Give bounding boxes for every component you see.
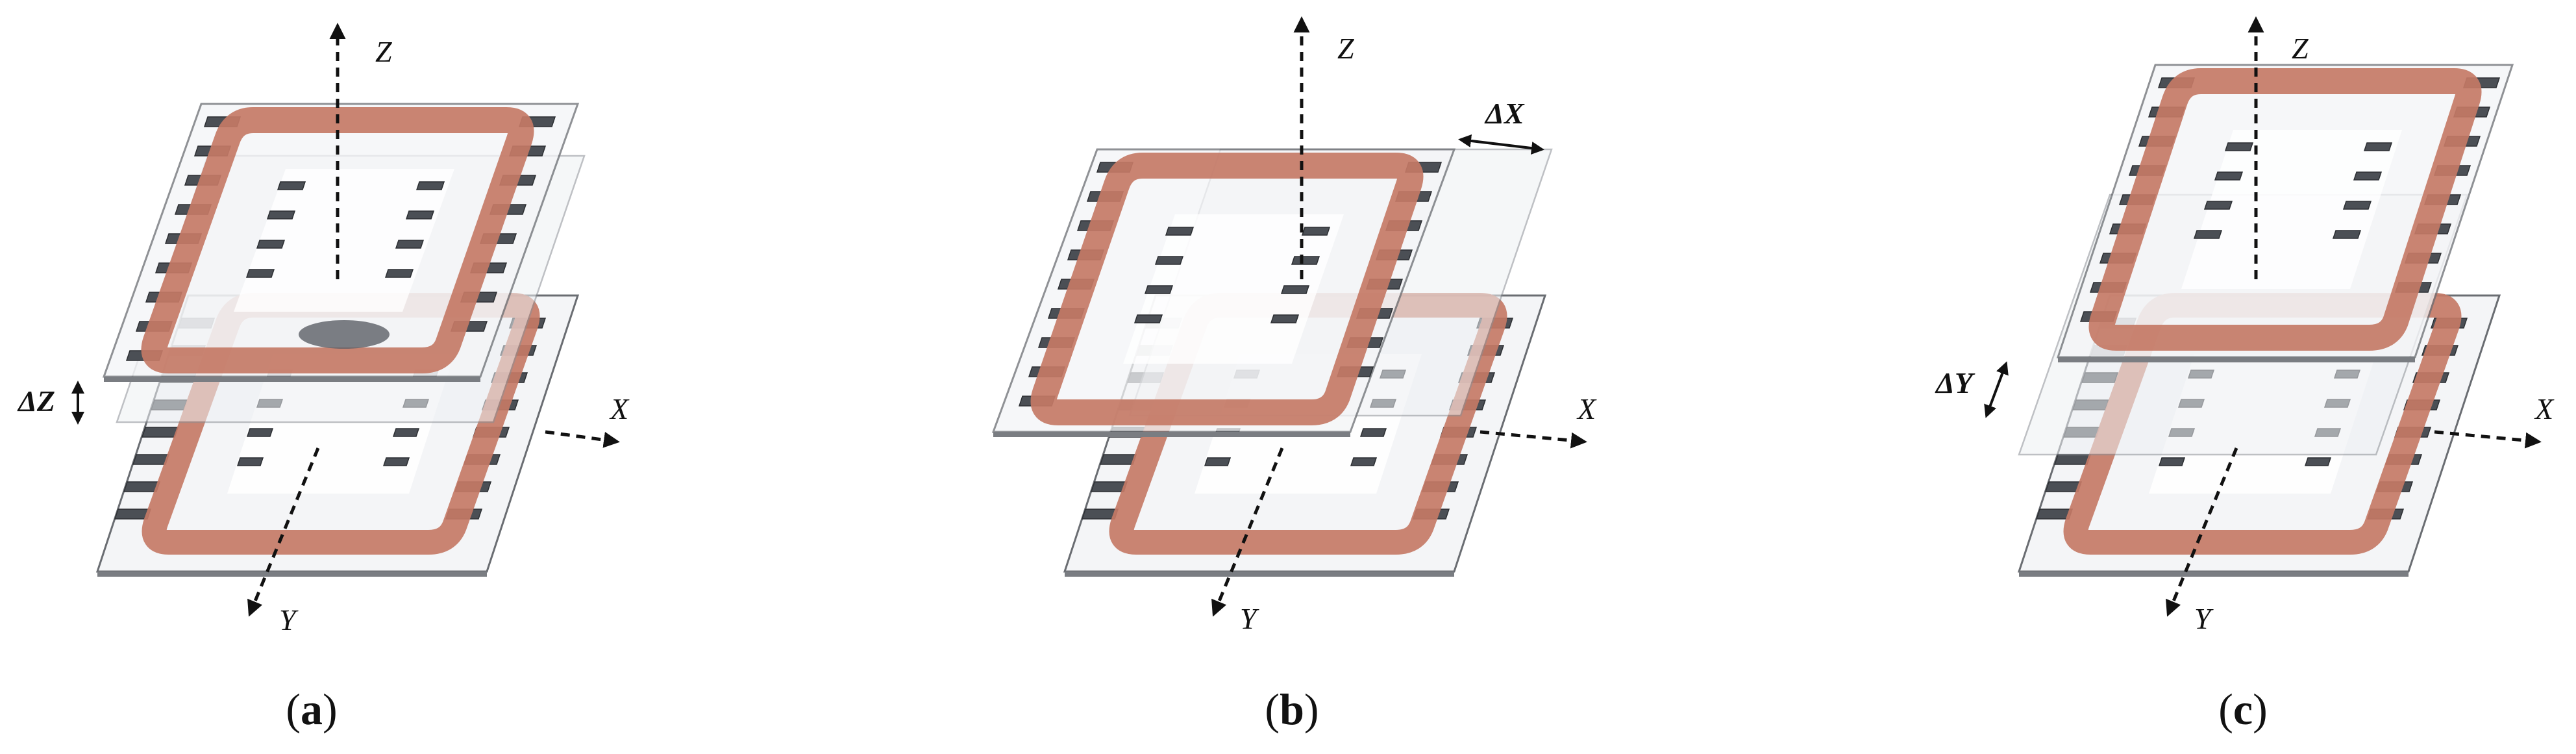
ferrite-bar-icon	[1301, 227, 1331, 236]
ferrite-bar-icon	[256, 240, 286, 249]
y-axis-label: Y	[1240, 602, 1259, 635]
ferrite-bar-icon	[1154, 256, 1184, 265]
z-axis-label: Z	[375, 35, 392, 68]
axes-a: Z X Y	[247, 23, 630, 636]
x-axis-label: X	[2534, 392, 2555, 425]
ferrite-bar-icon	[1090, 481, 1128, 492]
upper-substrate-edge	[993, 432, 1350, 437]
ferrite-bar-icon	[384, 269, 414, 278]
upper-pad	[102, 103, 586, 423]
upper-coil-window	[1123, 214, 1344, 364]
ferrite-bar-icon	[2203, 201, 2233, 210]
ferrite-bar-icon	[395, 240, 425, 249]
ferrite-bar-icon	[1291, 256, 1320, 265]
ferrite-bar-icon	[2224, 142, 2254, 151]
dx-label: ΔX	[1484, 97, 1525, 130]
z-axis-label: Z	[2292, 32, 2309, 65]
ferrite-bar-icon	[2342, 201, 2372, 210]
dz-label: ΔZ	[17, 384, 55, 418]
panel-b: Z X Y ΔX (b)	[991, 16, 1597, 734]
y-axis	[1211, 447, 1284, 617]
ferrite-bar-icon	[1204, 457, 1232, 466]
ferrite-bar-icon	[392, 428, 420, 437]
ferrite-bar-icon	[2158, 457, 2186, 466]
ferrite-bar-icon	[236, 457, 264, 466]
upper-pad	[991, 148, 1553, 437]
y-axis	[247, 447, 320, 617]
lower-substrate-edge	[97, 572, 487, 577]
upper-window-bars	[1133, 227, 1331, 323]
ferrite-bar-icon	[2353, 171, 2383, 181]
upper-pad	[2018, 64, 2514, 456]
dx-arrow	[1458, 134, 1544, 155]
ferrite-bar-icon	[2363, 142, 2393, 151]
ferrite-bar-icon	[141, 427, 179, 438]
ferrite-bar-icon	[245, 269, 275, 278]
upper-coil-window	[2181, 130, 2402, 289]
ferrite-bar-icon	[2304, 457, 2332, 466]
x-axis	[1480, 430, 1587, 449]
caption-c: (c)	[2218, 685, 2268, 734]
ferrite-bar-icon	[1099, 454, 1137, 465]
lower-substrate-edge	[2019, 572, 2409, 577]
ferrite-bar-icon	[246, 428, 274, 437]
axes-b: Z X Y	[1211, 16, 1597, 635]
ferrite-bar-icon	[2044, 481, 2083, 492]
y-axis	[2166, 447, 2238, 617]
ferrite-bar-icon	[382, 457, 410, 466]
panel-a: Z X Y ΔZ (a)	[17, 23, 630, 734]
x-axis	[545, 430, 620, 448]
displacement-b: ΔX	[1458, 97, 1544, 155]
caption-b: (b)	[1265, 685, 1319, 734]
ferrite-bar-icon	[2214, 171, 2244, 181]
axes-c: Z X Y	[2166, 16, 2555, 635]
ferrite-bar-icon	[2193, 230, 2223, 239]
caption-a: (a)	[286, 685, 337, 734]
displacement-c: ΔY	[1935, 361, 2009, 418]
ferrite-bar-icon	[405, 210, 435, 220]
upper-window-bars	[2193, 142, 2393, 239]
x-axis	[2434, 430, 2542, 449]
ferrite-bar-icon	[277, 181, 306, 190]
ferrite-bar-icon	[415, 181, 445, 190]
dy-arrow	[1984, 361, 2009, 418]
upper-substrate-edge	[104, 377, 480, 382]
panel-c: Z X Y ΔY (c)	[1935, 16, 2555, 734]
ferrite-bar-icon	[123, 481, 161, 492]
planar-coil-icon	[2088, 68, 2482, 351]
displacement-a: ΔZ	[17, 381, 84, 425]
ferrite-bar-icon	[2053, 454, 2092, 465]
ferrite-bar-icon	[1350, 457, 1378, 466]
ferrite-bar-icon	[1280, 285, 1310, 294]
ferrite-bar-icon	[266, 210, 296, 220]
ferrite-bar-icon	[1165, 227, 1195, 236]
ferrite-bar-icon	[132, 454, 170, 465]
ferrite-bar-icon	[1144, 285, 1174, 294]
dy-label: ΔY	[1935, 366, 1975, 399]
x-axis-label: X	[1576, 392, 1597, 425]
upper-window-bars	[245, 181, 445, 278]
planar-coil-icon	[141, 107, 534, 373]
z-axis-label: Z	[1337, 32, 1354, 65]
planar-coil-icon	[1030, 153, 1424, 425]
center-overlap	[299, 320, 390, 349]
lower-substrate-edge	[1065, 572, 1454, 577]
y-axis-label: Y	[279, 603, 299, 636]
x-axis-label: X	[609, 392, 630, 425]
upper-substrate-edge	[2058, 357, 2415, 362]
ferrite-bar-icon	[2332, 230, 2362, 239]
ferrite-bar-icon	[1270, 314, 1300, 323]
y-axis-label: Y	[2194, 602, 2214, 635]
ferrite-bar-icon	[1359, 428, 1387, 437]
ferrite-bar-icon	[1133, 314, 1163, 323]
